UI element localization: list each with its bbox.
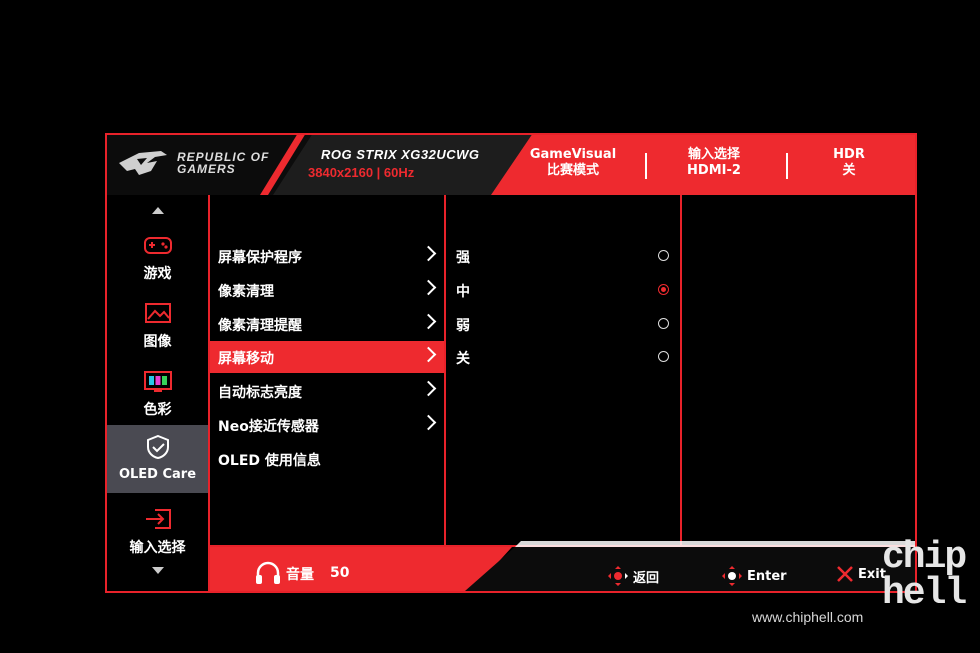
- option-off[interactable]: 关: [446, 341, 680, 373]
- menu-item-auto-logo-brightness[interactable]: 自动标志亮度: [210, 375, 444, 407]
- menu-item-oled-usage-info[interactable]: OLED 使用信息: [210, 443, 444, 475]
- gamepad-icon: [144, 237, 172, 254]
- chevron-right-icon: [420, 414, 437, 431]
- color-icon: [144, 371, 172, 392]
- option-label: 弱: [456, 318, 470, 334]
- radio-button[interactable]: [658, 318, 669, 329]
- gamevisual-value: 比赛模式: [546, 163, 599, 178]
- chevron-right-icon: [420, 380, 437, 397]
- enter-label: Enter: [747, 568, 787, 584]
- brand-line2: GAMERS: [177, 162, 236, 176]
- joystick-left-icon: [608, 566, 628, 586]
- sidebar-item-label: 色彩: [143, 402, 172, 418]
- header-model-panel: [273, 133, 533, 195]
- footer-highlight: [515, 541, 915, 547]
- sidebar-item-label: 图像: [143, 334, 172, 350]
- back-label: 返回: [633, 570, 660, 586]
- image-icon: [145, 303, 171, 323]
- chevron-right-icon: [420, 313, 437, 330]
- brand-line1: REPUBLIC OF: [177, 150, 270, 164]
- input-icon: [146, 509, 171, 529]
- option-divider: [680, 195, 682, 545]
- header-separator: [786, 153, 788, 179]
- header-separator: [645, 153, 647, 179]
- option-list: 强 中 弱 关: [446, 195, 680, 545]
- headphones-icon: [256, 561, 280, 584]
- sidebar-item-label: 输入选择: [129, 540, 186, 556]
- watermark-logo-line2: hell: [882, 572, 967, 615]
- radio-button[interactable]: [658, 250, 669, 261]
- option-label: 中: [456, 284, 470, 300]
- watermark-logo-line1: chip: [882, 536, 967, 579]
- scroll-down-icon[interactable]: [152, 567, 164, 574]
- exit-label: Exit: [858, 566, 886, 582]
- input-label: 输入选择: [687, 147, 740, 162]
- chevron-right-icon: [420, 245, 437, 262]
- menu-item-label: 像素清理提醒: [218, 318, 302, 334]
- menu-item-label: 自动标志亮度: [218, 385, 302, 401]
- back-button[interactable]: 返回: [607, 565, 659, 587]
- volume-label: 音量: [286, 567, 314, 583]
- hdr-status[interactable]: HDR 关: [794, 147, 904, 179]
- input-status[interactable]: 输入选择 HDMI-2: [659, 147, 769, 179]
- menu-item-pixel-cleaning-reminder[interactable]: 像素清理提醒: [210, 308, 444, 340]
- menu-item-pixel-cleaning[interactable]: 像素清理: [210, 274, 444, 306]
- menu-item-label: 像素清理: [218, 284, 274, 300]
- input-value: HDMI-2: [687, 163, 741, 178]
- menu-item-label: OLED 使用信息: [218, 453, 321, 469]
- menu-item-neo-proximity-sensor[interactable]: Neo接近传感器: [210, 409, 444, 441]
- rog-eye-icon: [119, 151, 167, 175]
- option-weak[interactable]: 弱: [446, 308, 680, 340]
- radio-button[interactable]: [658, 351, 669, 362]
- menu-item-label: 屏幕移动: [218, 351, 274, 367]
- sidebar-item-label: OLED Care: [118, 467, 197, 482]
- osd-menu: REPUBLIC OF GAMERS ROG STRIX XG32UCWG 38…: [105, 133, 917, 593]
- close-icon: [837, 566, 853, 582]
- hdr-value: 关: [842, 163, 856, 178]
- gamevisual-label: GameVisual: [529, 147, 617, 162]
- option-strong[interactable]: 强: [446, 240, 680, 272]
- menu-item-screen-move[interactable]: 屏幕移动: [210, 341, 444, 373]
- menu-item-label: 屏幕保护程序: [218, 250, 302, 266]
- option-medium[interactable]: 中: [446, 274, 680, 306]
- sidebar-nav: 游戏 图像 色彩 OLED Care: [107, 195, 208, 593]
- shield-check-icon: [147, 435, 169, 459]
- enter-button[interactable]: Enter: [721, 565, 787, 587]
- sidebar-item-oled-care[interactable]: OLED Care: [107, 425, 208, 493]
- hdr-label: HDR: [833, 147, 865, 162]
- resolution-info: 3840x2160 | 60Hz: [308, 165, 415, 180]
- submenu-list: 屏幕保护程序 像素清理 像素清理提醒 屏幕移动 自动标志亮度 Neo接近传感器 …: [210, 195, 444, 545]
- sidebar-item-gaming[interactable]: 游戏: [107, 225, 208, 289]
- joystick-press-icon: [722, 566, 742, 586]
- sidebar-item-color[interactable]: 色彩: [107, 361, 208, 425]
- rog-logo: REPUBLIC OF GAMERS: [117, 149, 269, 177]
- exit-button[interactable]: Exit: [836, 565, 886, 583]
- sidebar-item-label: 游戏: [143, 266, 172, 282]
- menu-item-screensaver[interactable]: 屏幕保护程序: [210, 240, 444, 272]
- sidebar-item-image[interactable]: 图像: [107, 293, 208, 357]
- watermark-url: www.chiphell.com: [752, 609, 864, 625]
- radio-button-selected[interactable]: [658, 284, 669, 295]
- gamevisual-status[interactable]: GameVisual 比赛模式: [518, 147, 628, 179]
- chevron-right-icon: [420, 279, 437, 296]
- option-label: 关: [456, 351, 470, 367]
- model-name: ROG STRIX XG32UCWG: [321, 147, 480, 162]
- option-label: 强: [456, 250, 470, 266]
- chevron-right-icon: [420, 346, 437, 363]
- menu-item-label: Neo接近传感器: [218, 419, 319, 435]
- nav-divider: [208, 195, 210, 593]
- scroll-up-icon[interactable]: [152, 207, 164, 214]
- sidebar-item-input[interactable]: 输入选择: [107, 499, 208, 563]
- menu-divider: [444, 195, 446, 545]
- chiphell-logo: chip hell: [882, 536, 967, 615]
- volume-value: 50: [330, 565, 350, 581]
